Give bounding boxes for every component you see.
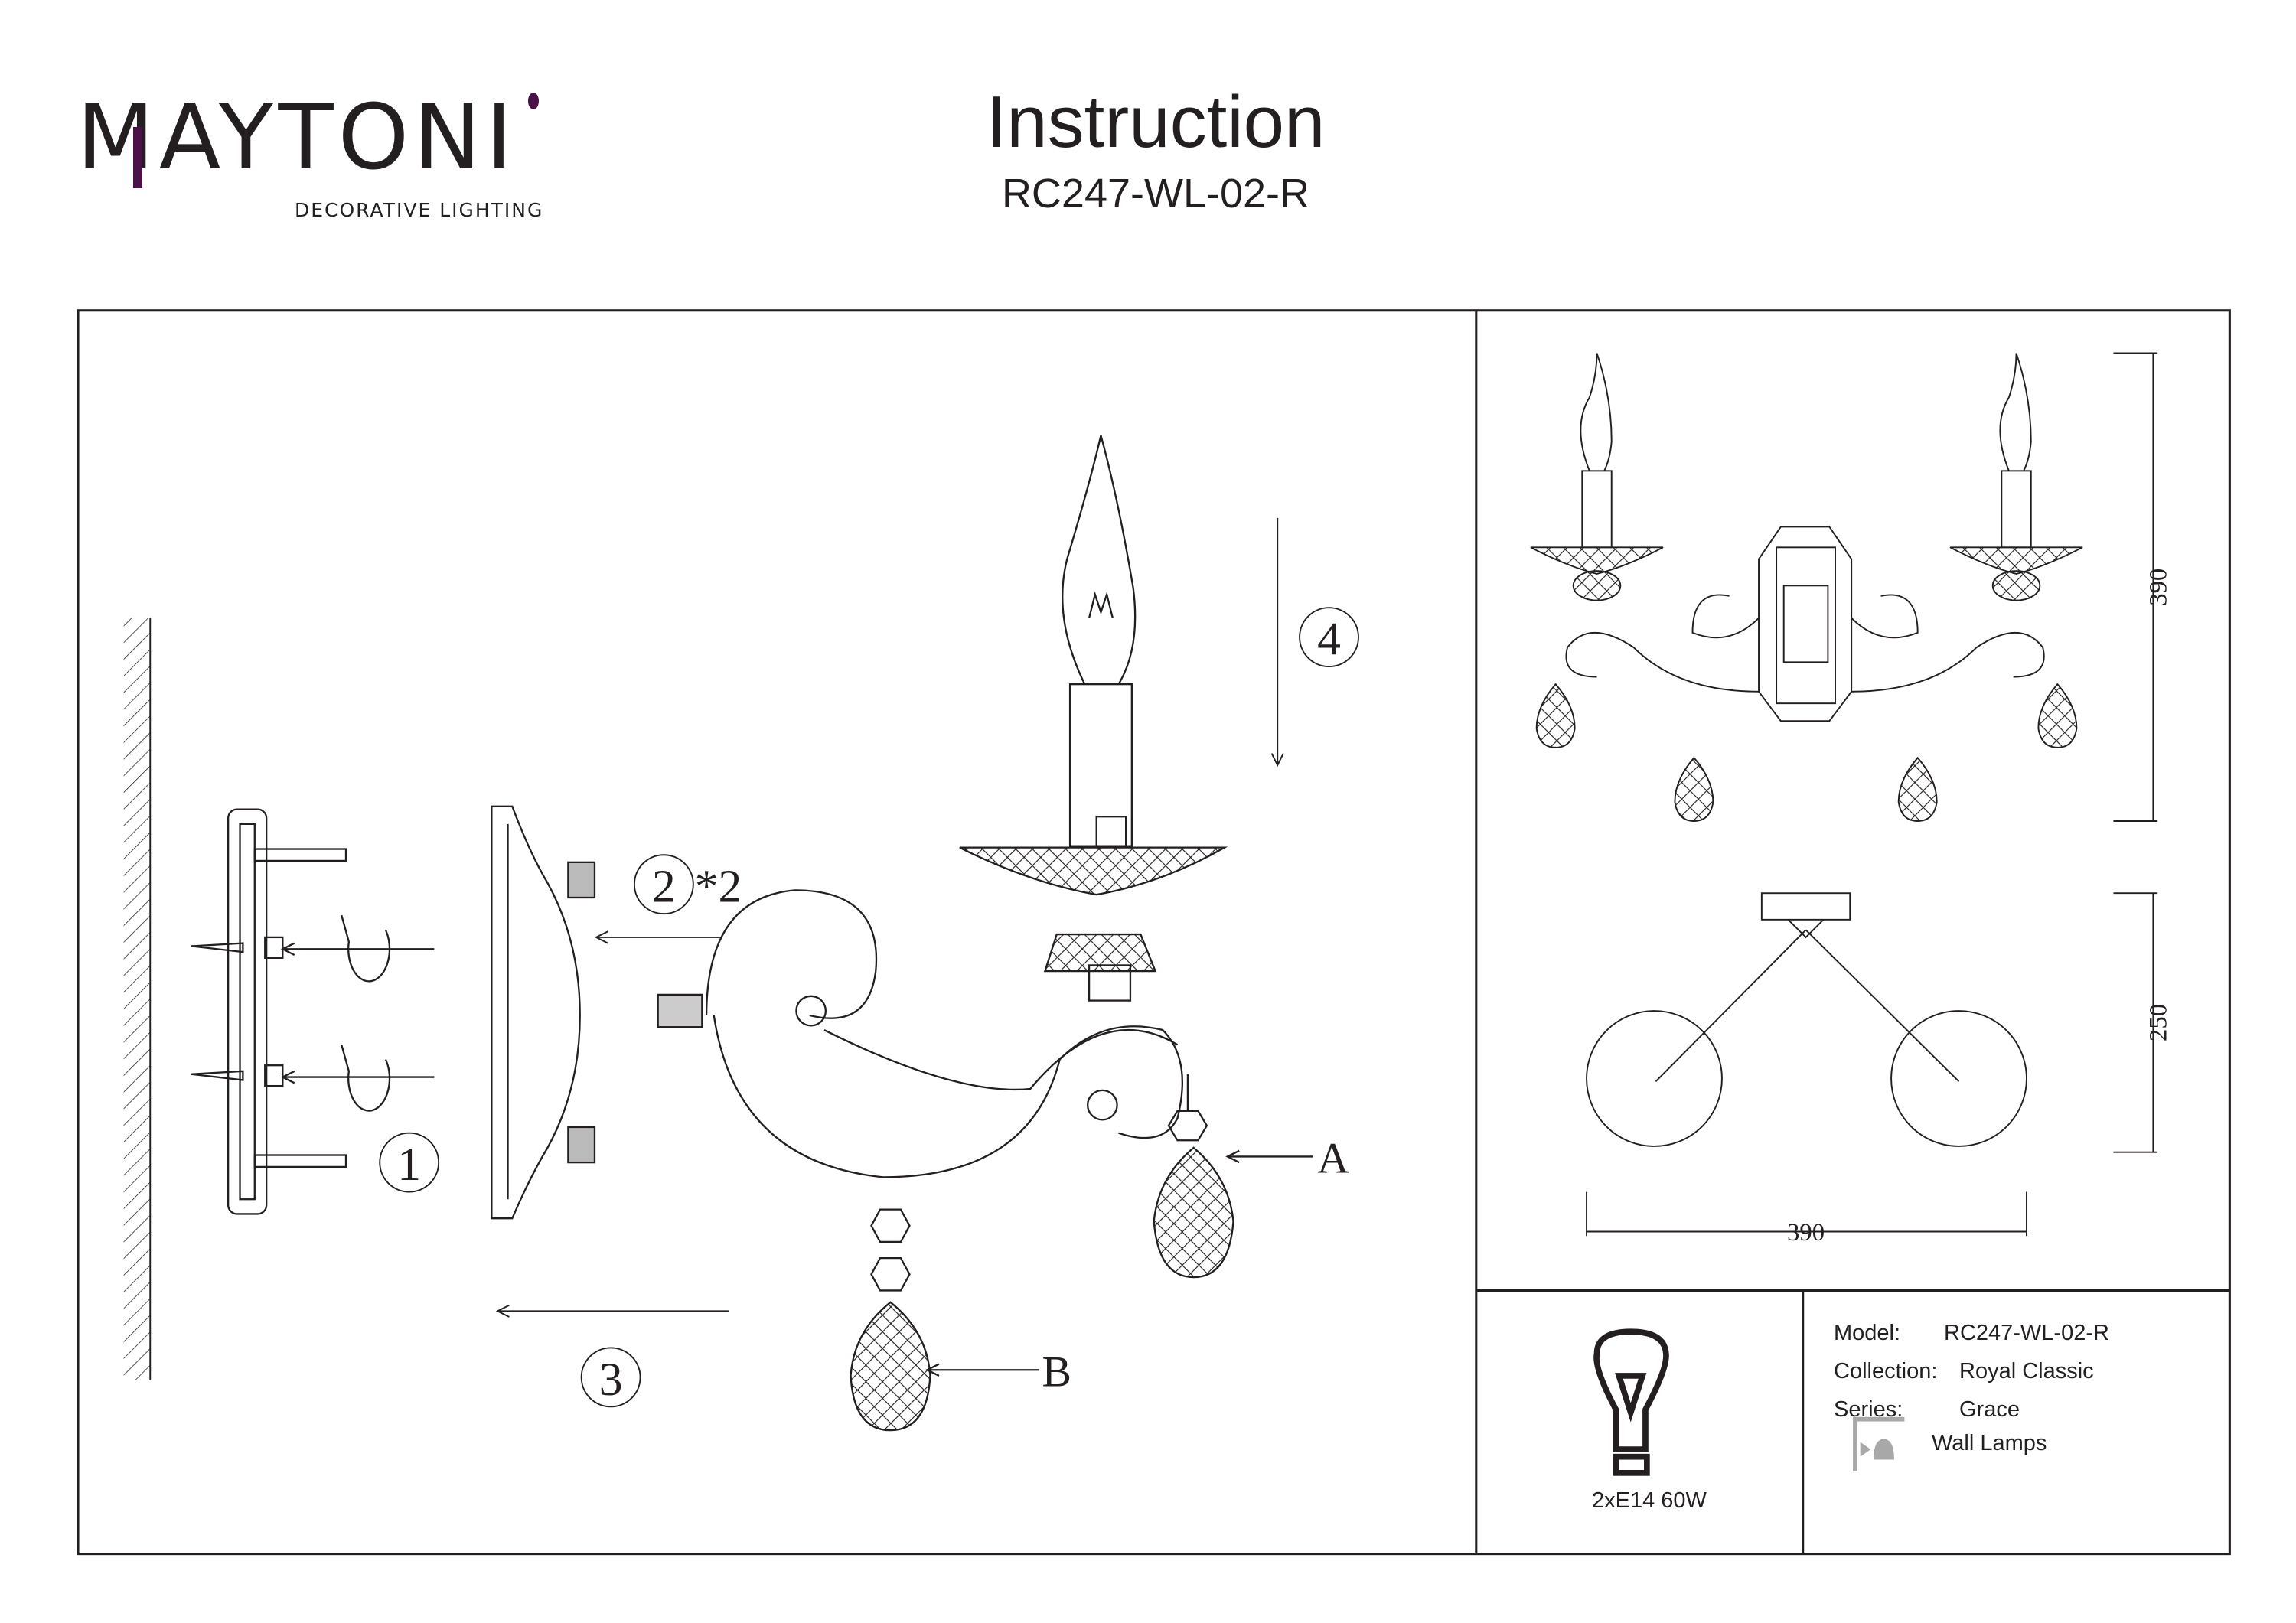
depth-dimension: 250 [2145, 1004, 2173, 1041]
series-value: Grace [1959, 1397, 2020, 1422]
brand-tagline: DECORATIVE LIGHTING [295, 199, 544, 221]
step-4-label: 4 [1317, 614, 1341, 666]
part-b-label: B [1042, 1348, 1071, 1396]
main-frame [77, 309, 2231, 1556]
model-value: RC247-WL-02-R [1944, 1321, 2109, 1345]
logo-accent-bar [133, 127, 142, 188]
brand-name: MAYTONI [77, 84, 517, 190]
collection-label: Collection: [1834, 1359, 1938, 1383]
front-view-drawing [1530, 352, 2158, 1237]
step-2-label: 2 [652, 861, 676, 913]
wall-lamp-icon [1853, 1416, 1905, 1471]
step-2-quantity: *2 [695, 861, 742, 913]
logo-accent-dot [528, 93, 539, 109]
bulb-spec: 2xE14 60W [1592, 1488, 1707, 1513]
step-3-label: 3 [599, 1354, 623, 1406]
step-1-label: 1 [397, 1139, 421, 1191]
brand-logo: MAYTONI DECORATIVE LIGHTING [77, 84, 542, 221]
lamp-type: Wall Lamps [1932, 1431, 2047, 1455]
width-dimension: 390 [1787, 1219, 1825, 1247]
collection-value: Royal Classic [1959, 1359, 2094, 1383]
mounting-plate [191, 808, 435, 1215]
bulb-icon [1593, 1328, 1669, 1476]
series-label: Series: [1834, 1397, 1903, 1422]
step-1-circle [379, 1132, 440, 1193]
lamp-arm-side-view [657, 435, 1313, 1432]
wall-hatch [123, 618, 152, 1380]
model-label: Model: [1834, 1321, 1901, 1345]
canopy [491, 805, 596, 1220]
page-title: Instruction [986, 81, 1326, 163]
height-dimension: 390 [2145, 569, 2173, 606]
part-a-label: A [1317, 1135, 1349, 1183]
page-subtitle-model: RC247-WL-02-R [1001, 171, 1310, 217]
